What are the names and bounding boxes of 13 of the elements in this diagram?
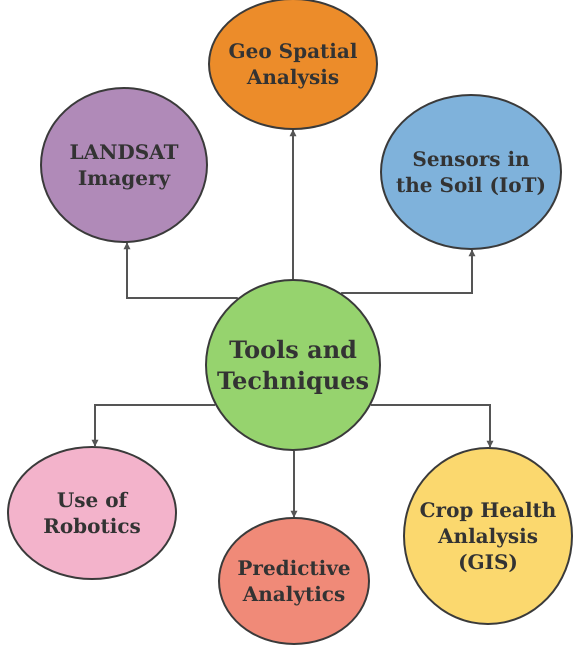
- node-label: Geo Spatial Analysis: [228, 38, 358, 90]
- arrow: [290, 451, 298, 518]
- arrow: [341, 249, 476, 294]
- node-label: Crop Health Anlalysis (GIS): [418, 497, 558, 575]
- node-label: Sensors in the Soil (IoT): [395, 146, 547, 198]
- node-label: LANDSAT Imagery: [68, 139, 180, 191]
- arrow: [370, 404, 494, 448]
- node-label: Use of Robotics: [42, 487, 142, 539]
- arrow: [290, 129, 296, 279]
- node-label: Predictive Analytics: [236, 555, 352, 607]
- node-label: Tools and Techniques: [216, 334, 370, 396]
- arrow: [124, 242, 238, 299]
- arrow: [92, 404, 216, 447]
